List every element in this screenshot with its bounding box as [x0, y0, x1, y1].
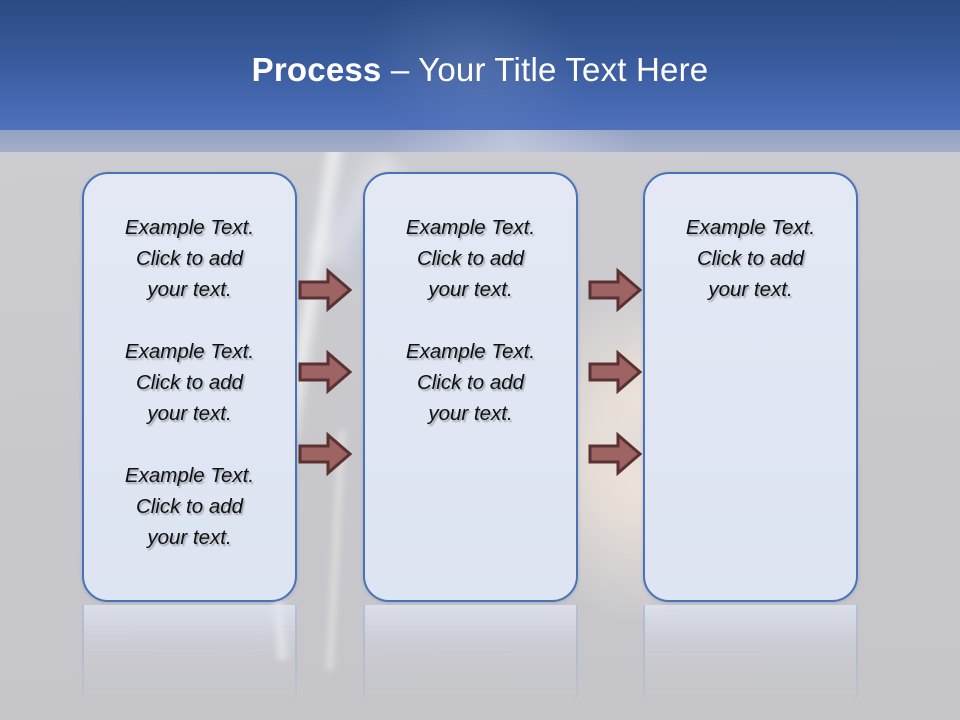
page-title-bold: Process — [251, 51, 382, 88]
slide-header: Process – Your Title Text Here — [0, 0, 960, 130]
page-title-rest: – Your Title Text Here — [381, 51, 709, 88]
arrow-right-icon[interactable] — [588, 432, 642, 476]
arrow-right-icon[interactable] — [298, 268, 352, 312]
process-box-2[interactable]: Example Text. Click to add your text. Ex… — [363, 172, 578, 602]
arrow-right-icon[interactable] — [298, 350, 352, 394]
box-reflection — [363, 605, 578, 717]
process-box-1[interactable]: Example Text. Click to add your text. Ex… — [82, 172, 297, 602]
page-title: Process – Your Title Text Here — [0, 52, 960, 88]
arrow-right-icon[interactable] — [588, 268, 642, 312]
process-box-3[interactable]: Example Text. Click to add your text. — [643, 172, 858, 602]
header-band-sheen — [380, 130, 640, 152]
header-accent-band — [0, 130, 960, 152]
process-text-block[interactable]: Example Text. Click to add your text. — [405, 340, 536, 425]
process-text-block[interactable]: Example Text. Click to add your text. — [685, 216, 816, 301]
process-text-block[interactable]: Example Text. Click to add your text. — [124, 340, 255, 425]
process-text-block[interactable]: Example Text. Click to add your text. — [124, 464, 255, 549]
process-text-block[interactable]: Example Text. Click to add your text. — [405, 216, 536, 301]
box-reflection — [643, 605, 858, 717]
box-reflection — [82, 605, 297, 717]
arrow-right-icon[interactable] — [298, 432, 352, 476]
process-text-block[interactable]: Example Text. Click to add your text. — [124, 216, 255, 301]
arrow-right-icon[interactable] — [588, 350, 642, 394]
